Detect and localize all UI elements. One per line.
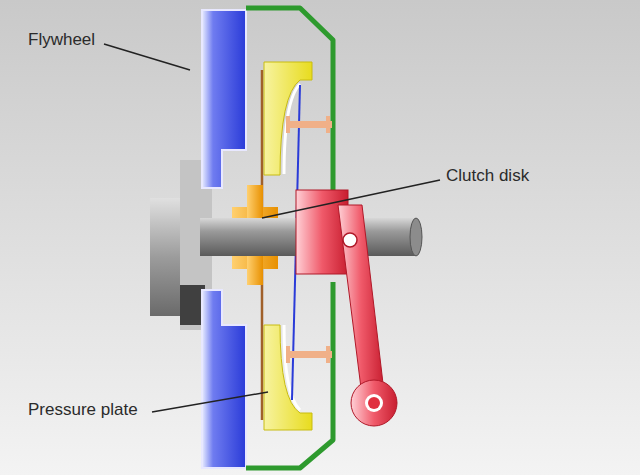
part-label: Flywheel xyxy=(28,30,95,50)
part-label: Pressure plate xyxy=(28,400,138,420)
part-label: Clutch disk xyxy=(446,166,529,186)
leader-line xyxy=(104,44,440,412)
release-fork xyxy=(296,190,397,426)
